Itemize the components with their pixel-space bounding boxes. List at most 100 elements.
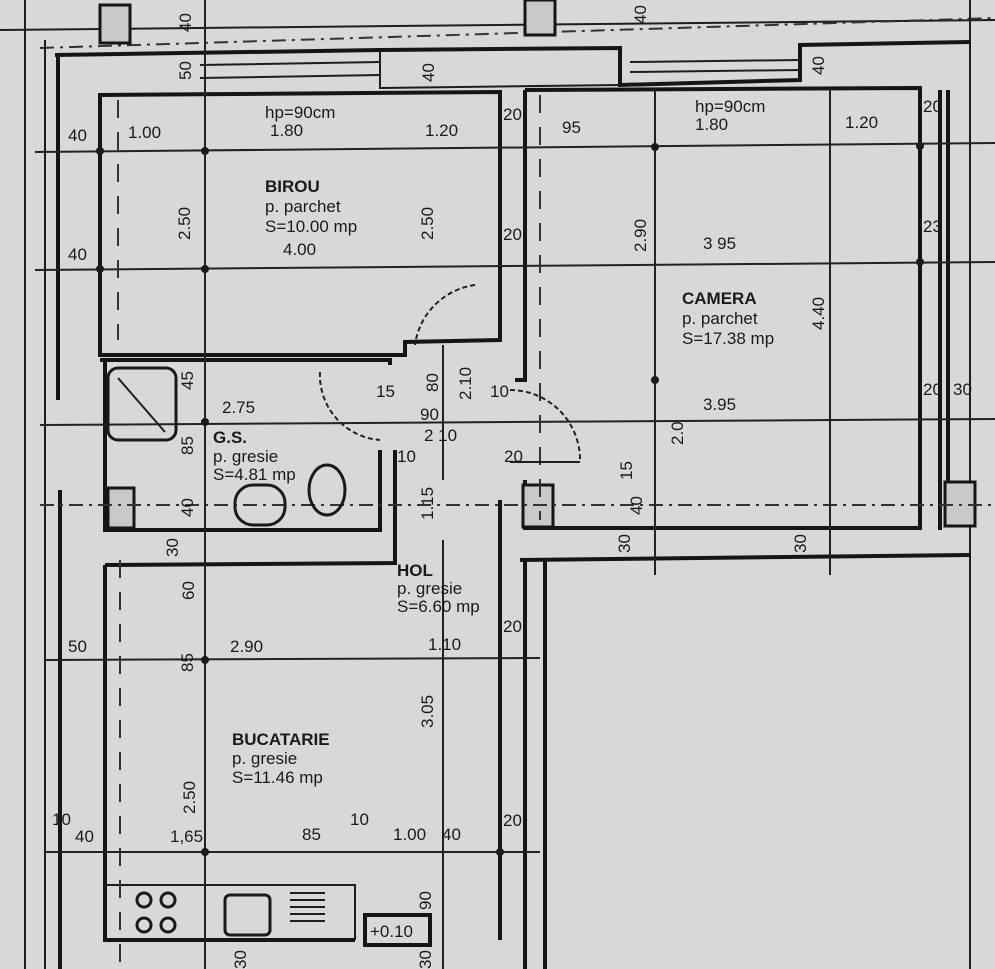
dim-label: 4.00	[283, 240, 316, 259]
kitchen-fixtures	[135, 891, 325, 937]
room-floor: p. parchet	[682, 309, 758, 328]
dim-label: 20	[504, 447, 523, 466]
room-hol: HOL p. gresie S=6.60 mp	[397, 561, 480, 616]
level-label: +0.10	[370, 922, 413, 941]
dim-label: 3.95	[703, 395, 736, 414]
sink	[223, 893, 272, 937]
dim-label: 30	[416, 950, 435, 969]
dim-label: 40	[68, 126, 87, 145]
dim-label: 2.50	[180, 781, 199, 814]
dim-label: 15	[376, 382, 395, 401]
dim-label: 80	[423, 373, 442, 392]
dim-label: 95	[562, 118, 581, 137]
dim-label: 45	[178, 371, 197, 390]
room-area: S=17.38 mp	[682, 329, 774, 348]
dim-label: 20	[923, 380, 942, 399]
dim-label: 30	[615, 534, 634, 553]
dim-label: 10	[52, 810, 71, 829]
room-gs: G.S. p. gresie S=4.81 mp	[213, 428, 296, 484]
dim-label: 20	[503, 617, 522, 636]
dim-label: 40	[631, 5, 650, 24]
dim-label: 15	[617, 461, 636, 480]
room-floor: p. gresie	[397, 579, 462, 598]
dim-label: 40	[176, 13, 195, 32]
room-camera: hp=90cm CAMERA p. parchet S=17.38 mp	[682, 97, 774, 348]
dim-label: 90	[420, 405, 439, 424]
dim-label: 85	[178, 436, 197, 455]
room-floor: p. gresie	[232, 749, 297, 768]
dim-label: 50	[68, 637, 87, 656]
dim-label: 40	[68, 245, 87, 264]
structural-columns	[98, 0, 977, 530]
dim-label: 2.50	[175, 207, 194, 240]
dim-label: 30	[953, 380, 972, 399]
room-name: CAMERA	[682, 289, 757, 308]
room-floor: p. gresie	[213, 447, 278, 466]
dim-label: 1.20	[425, 121, 458, 140]
dim-label: 85	[302, 825, 321, 844]
dim-label: 4.40	[809, 297, 828, 330]
dim-label: 30	[231, 950, 250, 969]
dim-label: 20	[503, 105, 522, 124]
room-name: BIROU	[265, 177, 320, 196]
dim-label: 40	[809, 56, 828, 75]
dim-label: 1.20	[845, 113, 878, 132]
dim-label: 10	[397, 447, 416, 466]
dim-label: 1.80	[695, 115, 728, 134]
dim-label: 90	[416, 891, 435, 910]
dim-label: 20	[923, 97, 942, 116]
room-floor: p. parchet	[265, 197, 341, 216]
dim-label: 2.10	[456, 367, 475, 400]
window-height-label: hp=90cm	[695, 97, 765, 116]
toilet	[307, 463, 347, 517]
room-birou: hp=90cm BIROU p. parchet S=10.00 mp	[265, 103, 357, 236]
wall-thickness-labels: 20 20 20 20 20 23 20 30 40 50 40 40 40 1…	[52, 5, 972, 969]
shower-tray	[106, 366, 178, 442]
room-area: S=10.00 mp	[265, 217, 357, 236]
dim-label: 20	[503, 225, 522, 244]
room-area: S=6.60 mp	[397, 597, 480, 616]
dim-label: 40	[442, 825, 461, 844]
dim-label: 30	[791, 534, 810, 553]
bathroom-fixtures	[106, 366, 347, 527]
dim-label: 30	[163, 538, 182, 557]
dim-label: 2.90	[230, 637, 263, 656]
dim-label: 1.00	[393, 825, 426, 844]
dim-label: 60	[179, 581, 198, 600]
dim-label: 1.15	[418, 487, 437, 520]
dim-label: 1,65	[170, 827, 203, 846]
dim-label: 20	[503, 811, 522, 830]
dim-label: 2.75	[222, 398, 255, 417]
room-name: HOL	[397, 561, 433, 580]
dim-label: 3 95	[703, 234, 736, 253]
room-name: G.S.	[213, 428, 247, 447]
dim-label: 1.80	[270, 121, 303, 140]
room-name: BUCATARIE	[232, 730, 330, 749]
dim-label: 1.10	[428, 635, 461, 654]
dim-label: 1.00	[128, 123, 161, 142]
dimension-labels: 40 1.00 1.80 1.20 40 2.50 2.50 4.00 95 1…	[68, 113, 878, 941]
room-area: S=11.46 mp	[232, 768, 323, 787]
dim-label: 40	[627, 496, 646, 515]
dim-label: 85	[178, 653, 197, 672]
dim-label: 10	[490, 382, 509, 401]
dimension-lines	[34, 0, 995, 969]
dim-label: 2.90	[631, 219, 650, 252]
dim-label: 50	[176, 61, 195, 80]
doors	[318, 284, 582, 463]
dim-label: 2.50	[418, 207, 437, 240]
room-area: S=4.81 mp	[213, 465, 296, 484]
drainer	[290, 892, 325, 922]
window-height-label: hp=90cm	[265, 103, 335, 122]
room-bucatarie: BUCATARIE p. gresie S=11.46 mp	[232, 730, 330, 787]
dim-label: 23	[923, 217, 942, 236]
washbasin	[233, 483, 287, 527]
dim-label: 10	[350, 810, 369, 829]
dim-label: 40	[178, 498, 197, 517]
dim-label: 40	[75, 827, 94, 846]
dimension-nodes	[96, 142, 924, 856]
dim-label: 3.05	[418, 695, 437, 728]
dim-label: 40	[419, 63, 438, 82]
dim-label: 2.0	[668, 421, 687, 445]
